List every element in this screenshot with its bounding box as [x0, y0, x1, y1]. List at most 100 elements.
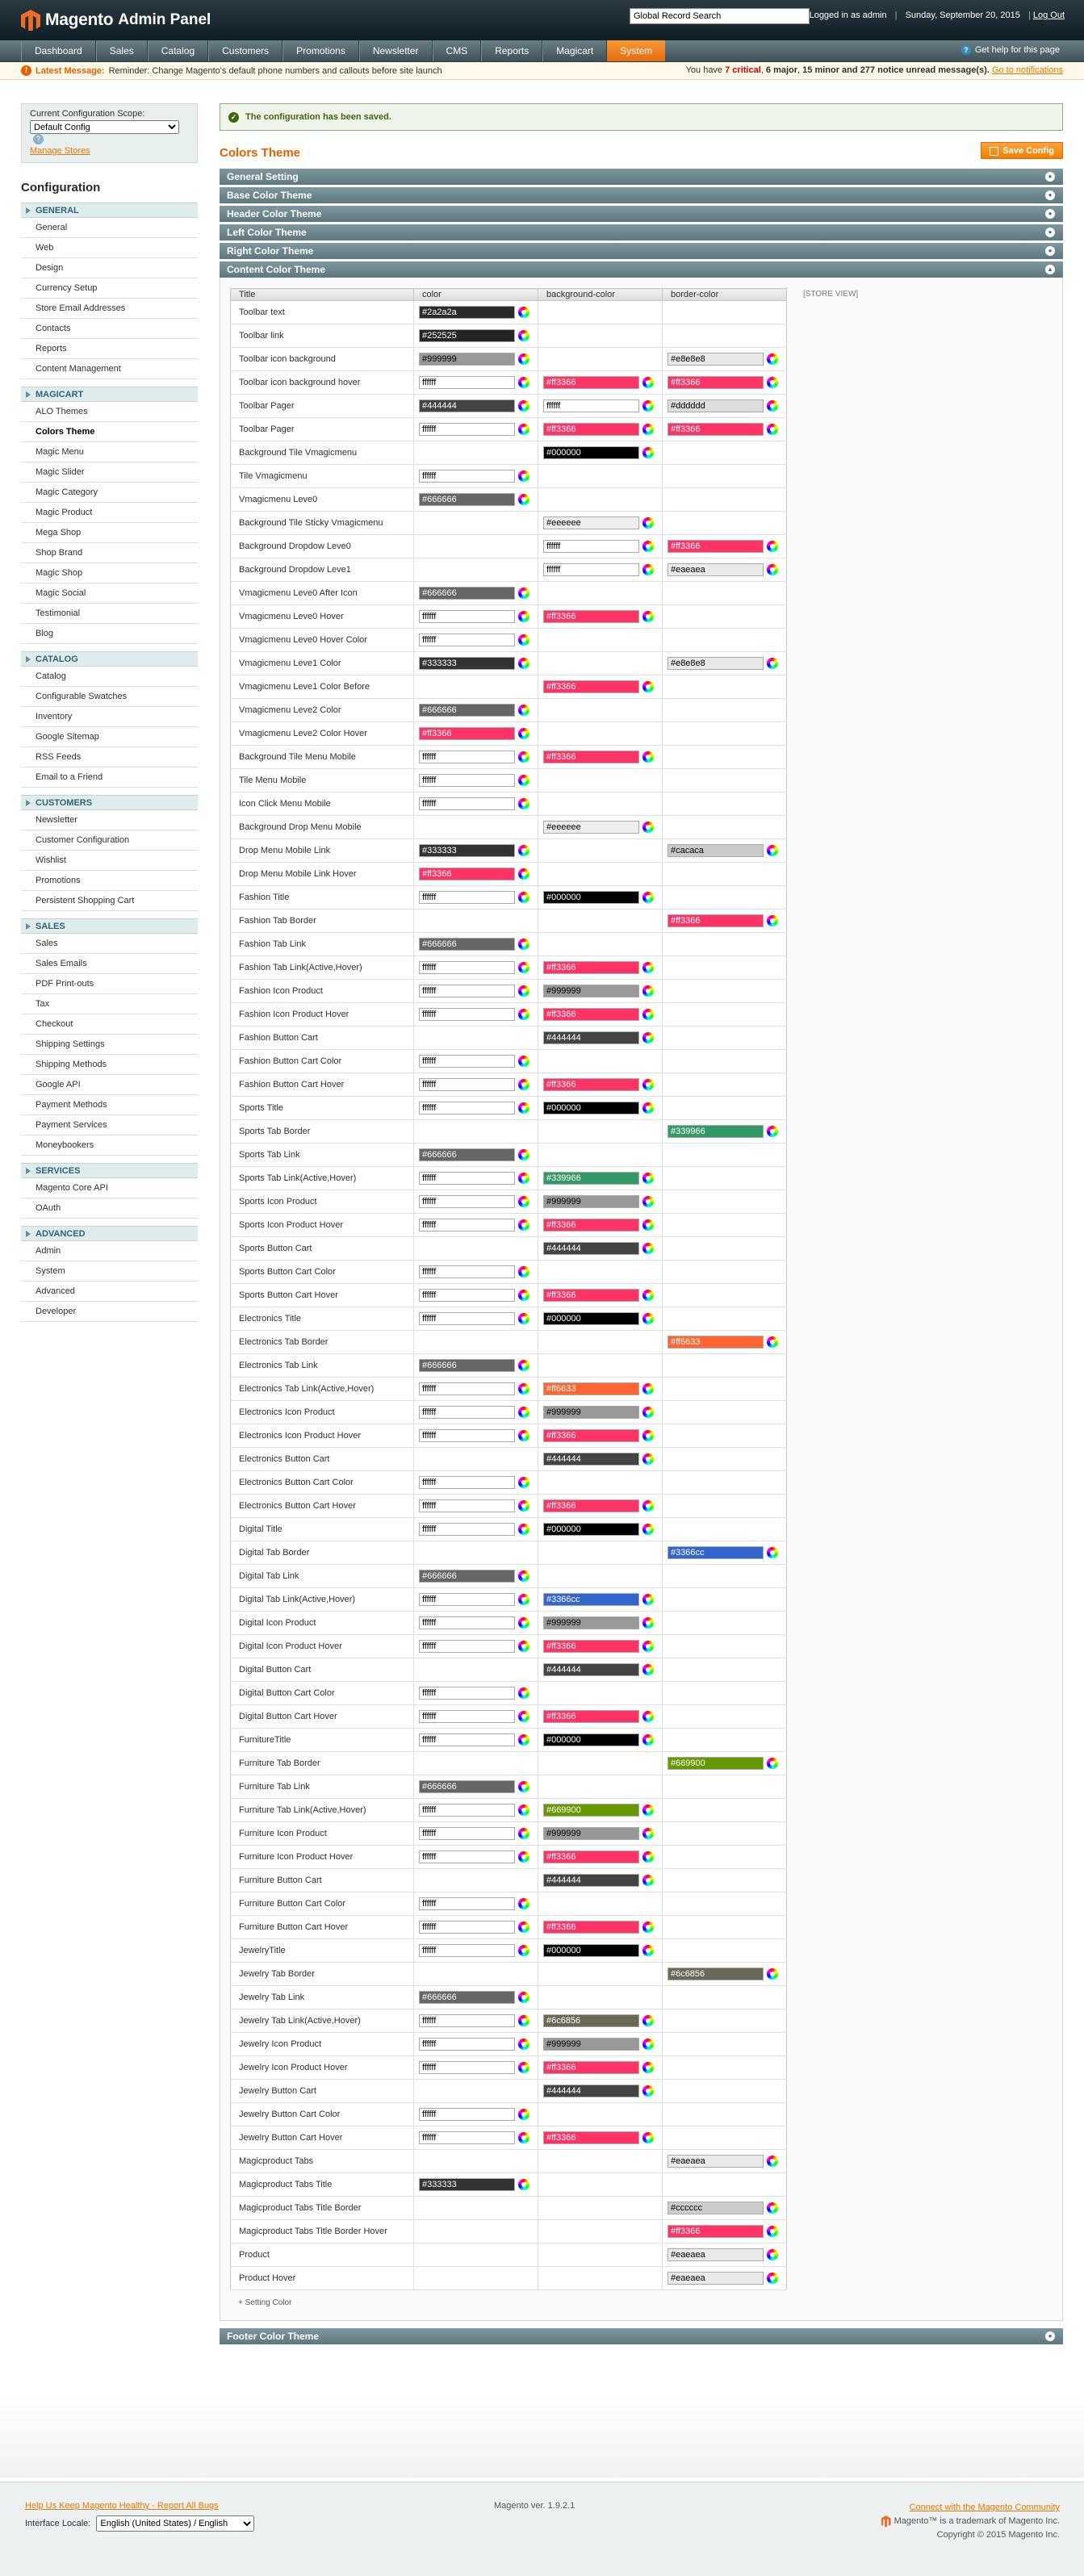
color-input[interactable]: #252525 — [418, 329, 515, 342]
color-picker-icon[interactable] — [517, 1898, 529, 1909]
color-picker-icon[interactable] — [642, 1711, 654, 1722]
color-input[interactable]: ffffff — [418, 1008, 515, 1021]
color-input[interactable]: #eaeaea — [667, 563, 764, 576]
color-input[interactable]: #000000 — [542, 1102, 639, 1114]
section-footer-color-theme[interactable]: Footer Color Theme ● — [220, 2328, 1063, 2344]
color-input[interactable]: #3366cc — [667, 1546, 764, 1559]
color-picker-icon[interactable] — [517, 1056, 529, 1067]
sidebar-item-oauth[interactable]: OAuth — [21, 1198, 198, 1219]
color-input[interactable]: ffffff — [418, 1827, 515, 1840]
color-picker-icon[interactable] — [517, 1781, 529, 1792]
nav-item-cms[interactable]: CMS — [432, 40, 482, 61]
nav-item-sales[interactable]: Sales — [95, 40, 148, 61]
color-input[interactable]: #eeeeee — [542, 821, 639, 834]
color-input[interactable]: #339966 — [667, 1125, 764, 1138]
color-picker-icon[interactable] — [642, 2132, 654, 2143]
sidebar-item-colors-theme[interactable]: Colors Theme — [21, 422, 198, 442]
sidebar-item-tax[interactable]: Tax — [21, 994, 198, 1014]
color-picker-icon[interactable] — [517, 400, 529, 412]
sidebar-item-mega-shop[interactable]: Mega Shop — [21, 523, 198, 543]
sidebar-item-magic-product[interactable]: Magic Product — [21, 503, 198, 523]
color-picker-icon[interactable] — [766, 353, 778, 365]
color-input[interactable]: #000000 — [542, 1523, 639, 1536]
color-picker-icon[interactable] — [642, 1313, 654, 1324]
color-input[interactable]: #ff3366 — [542, 1078, 639, 1091]
color-picker-icon[interactable] — [766, 915, 778, 926]
color-picker-icon[interactable] — [517, 1290, 529, 1301]
color-picker-icon[interactable] — [517, 1641, 529, 1652]
color-picker-icon[interactable] — [517, 1173, 529, 1184]
color-input[interactable]: #e8e8e8 — [667, 353, 764, 366]
color-input[interactable]: #3366cc — [542, 1593, 639, 1606]
sidebar-item-pdf-print-outs[interactable]: PDF Print-outs — [21, 974, 198, 994]
color-input[interactable]: #999999 — [542, 985, 639, 997]
color-input[interactable]: #ff3366 — [542, 1640, 639, 1653]
color-picker-icon[interactable] — [517, 2015, 529, 2026]
report-bugs-link[interactable]: Help Us Keep Magento Healthy - Report Al… — [25, 2501, 219, 2511]
color-picker-icon[interactable] — [642, 1290, 654, 1301]
color-input[interactable]: #ff3366 — [667, 540, 764, 553]
color-picker-icon[interactable] — [642, 1383, 654, 1395]
color-input[interactable]: ffffff — [418, 423, 515, 436]
sidebar-item-magic-slider[interactable]: Magic Slider — [21, 462, 198, 483]
sidebar-item-blog[interactable]: Blog — [21, 624, 198, 644]
magento-logo[interactable]: Magento Admin Panel — [21, 10, 211, 31]
color-picker-icon[interactable] — [642, 1032, 654, 1043]
color-picker-icon[interactable] — [642, 541, 654, 552]
color-input[interactable]: ffffff — [418, 1102, 515, 1114]
color-picker-icon[interactable] — [642, 751, 654, 763]
color-picker-icon[interactable] — [642, 1875, 654, 1886]
sidebar-item-advanced[interactable]: Advanced — [21, 1282, 198, 1302]
sidebar-item-shop-brand[interactable]: Shop Brand — [21, 543, 198, 563]
color-input[interactable]: #666666 — [418, 493, 515, 506]
color-picker-icon[interactable] — [517, 1851, 529, 1863]
color-picker-icon[interactable] — [517, 307, 529, 318]
color-picker-icon[interactable] — [642, 1594, 654, 1605]
color-picker-icon[interactable] — [517, 1430, 529, 1441]
color-picker-icon[interactable] — [766, 1758, 778, 1769]
sidebar-item-shipping-settings[interactable]: Shipping Settings — [21, 1035, 198, 1055]
global-search-input[interactable] — [630, 8, 810, 24]
sidebar-item-payment-methods[interactable]: Payment Methods — [21, 1095, 198, 1115]
section-general-setting[interactable]: General Setting● — [220, 169, 1063, 185]
sidebar-item-admin[interactable]: Admin — [21, 1241, 198, 1261]
color-picker-icon[interactable] — [642, 1664, 654, 1675]
color-input[interactable]: #eaeaea — [667, 2155, 764, 2168]
color-picker-icon[interactable] — [642, 1243, 654, 1254]
color-input[interactable]: ffffff — [542, 563, 639, 576]
color-input[interactable]: #cccccc — [667, 2202, 764, 2214]
color-picker-icon[interactable] — [642, 892, 654, 903]
color-picker-icon[interactable] — [517, 2132, 529, 2143]
color-input[interactable]: #ff3366 — [667, 914, 764, 927]
section-right-color-theme[interactable]: Right Color Theme● — [220, 243, 1063, 259]
color-picker-icon[interactable] — [517, 1945, 529, 1956]
color-input[interactable]: ffffff — [418, 1429, 515, 1442]
color-picker-icon[interactable] — [517, 798, 529, 809]
nav-item-dashboard[interactable]: Dashboard — [21, 40, 96, 61]
color-input[interactable]: #ff3366 — [542, 1219, 639, 1232]
sidebar-item-reports[interactable]: Reports — [21, 339, 198, 359]
color-picker-icon[interactable] — [517, 1196, 529, 1207]
sidebar-item-google-sitemap[interactable]: Google Sitemap — [21, 727, 198, 747]
color-picker-icon[interactable] — [642, 2015, 654, 2026]
color-picker-icon[interactable] — [517, 1500, 529, 1512]
color-input[interactable]: ffffff — [418, 797, 515, 810]
color-picker-icon[interactable] — [517, 494, 529, 505]
color-picker-icon[interactable] — [642, 2039, 654, 2050]
color-input[interactable]: #cacaca — [667, 844, 764, 857]
color-picker-icon[interactable] — [517, 2179, 529, 2190]
color-input[interactable]: ffffff — [418, 774, 515, 787]
sidebar-group-header[interactable]: SERVICES — [21, 1163, 198, 1178]
color-picker-icon[interactable] — [642, 564, 654, 575]
color-picker-icon[interactable] — [517, 1219, 529, 1231]
color-picker-icon[interactable] — [517, 377, 529, 388]
color-picker-icon[interactable] — [642, 1851, 654, 1863]
color-input[interactable]: #e8e8e8 — [667, 657, 764, 670]
color-picker-icon[interactable] — [517, 470, 529, 482]
color-picker-icon[interactable] — [642, 1734, 654, 1746]
color-input[interactable]: #444444 — [542, 1031, 639, 1044]
color-picker-icon[interactable] — [642, 1079, 654, 1090]
color-input[interactable]: ffffff — [418, 376, 515, 389]
color-input[interactable]: #ff3366 — [542, 961, 639, 974]
color-picker-icon[interactable] — [517, 658, 529, 669]
